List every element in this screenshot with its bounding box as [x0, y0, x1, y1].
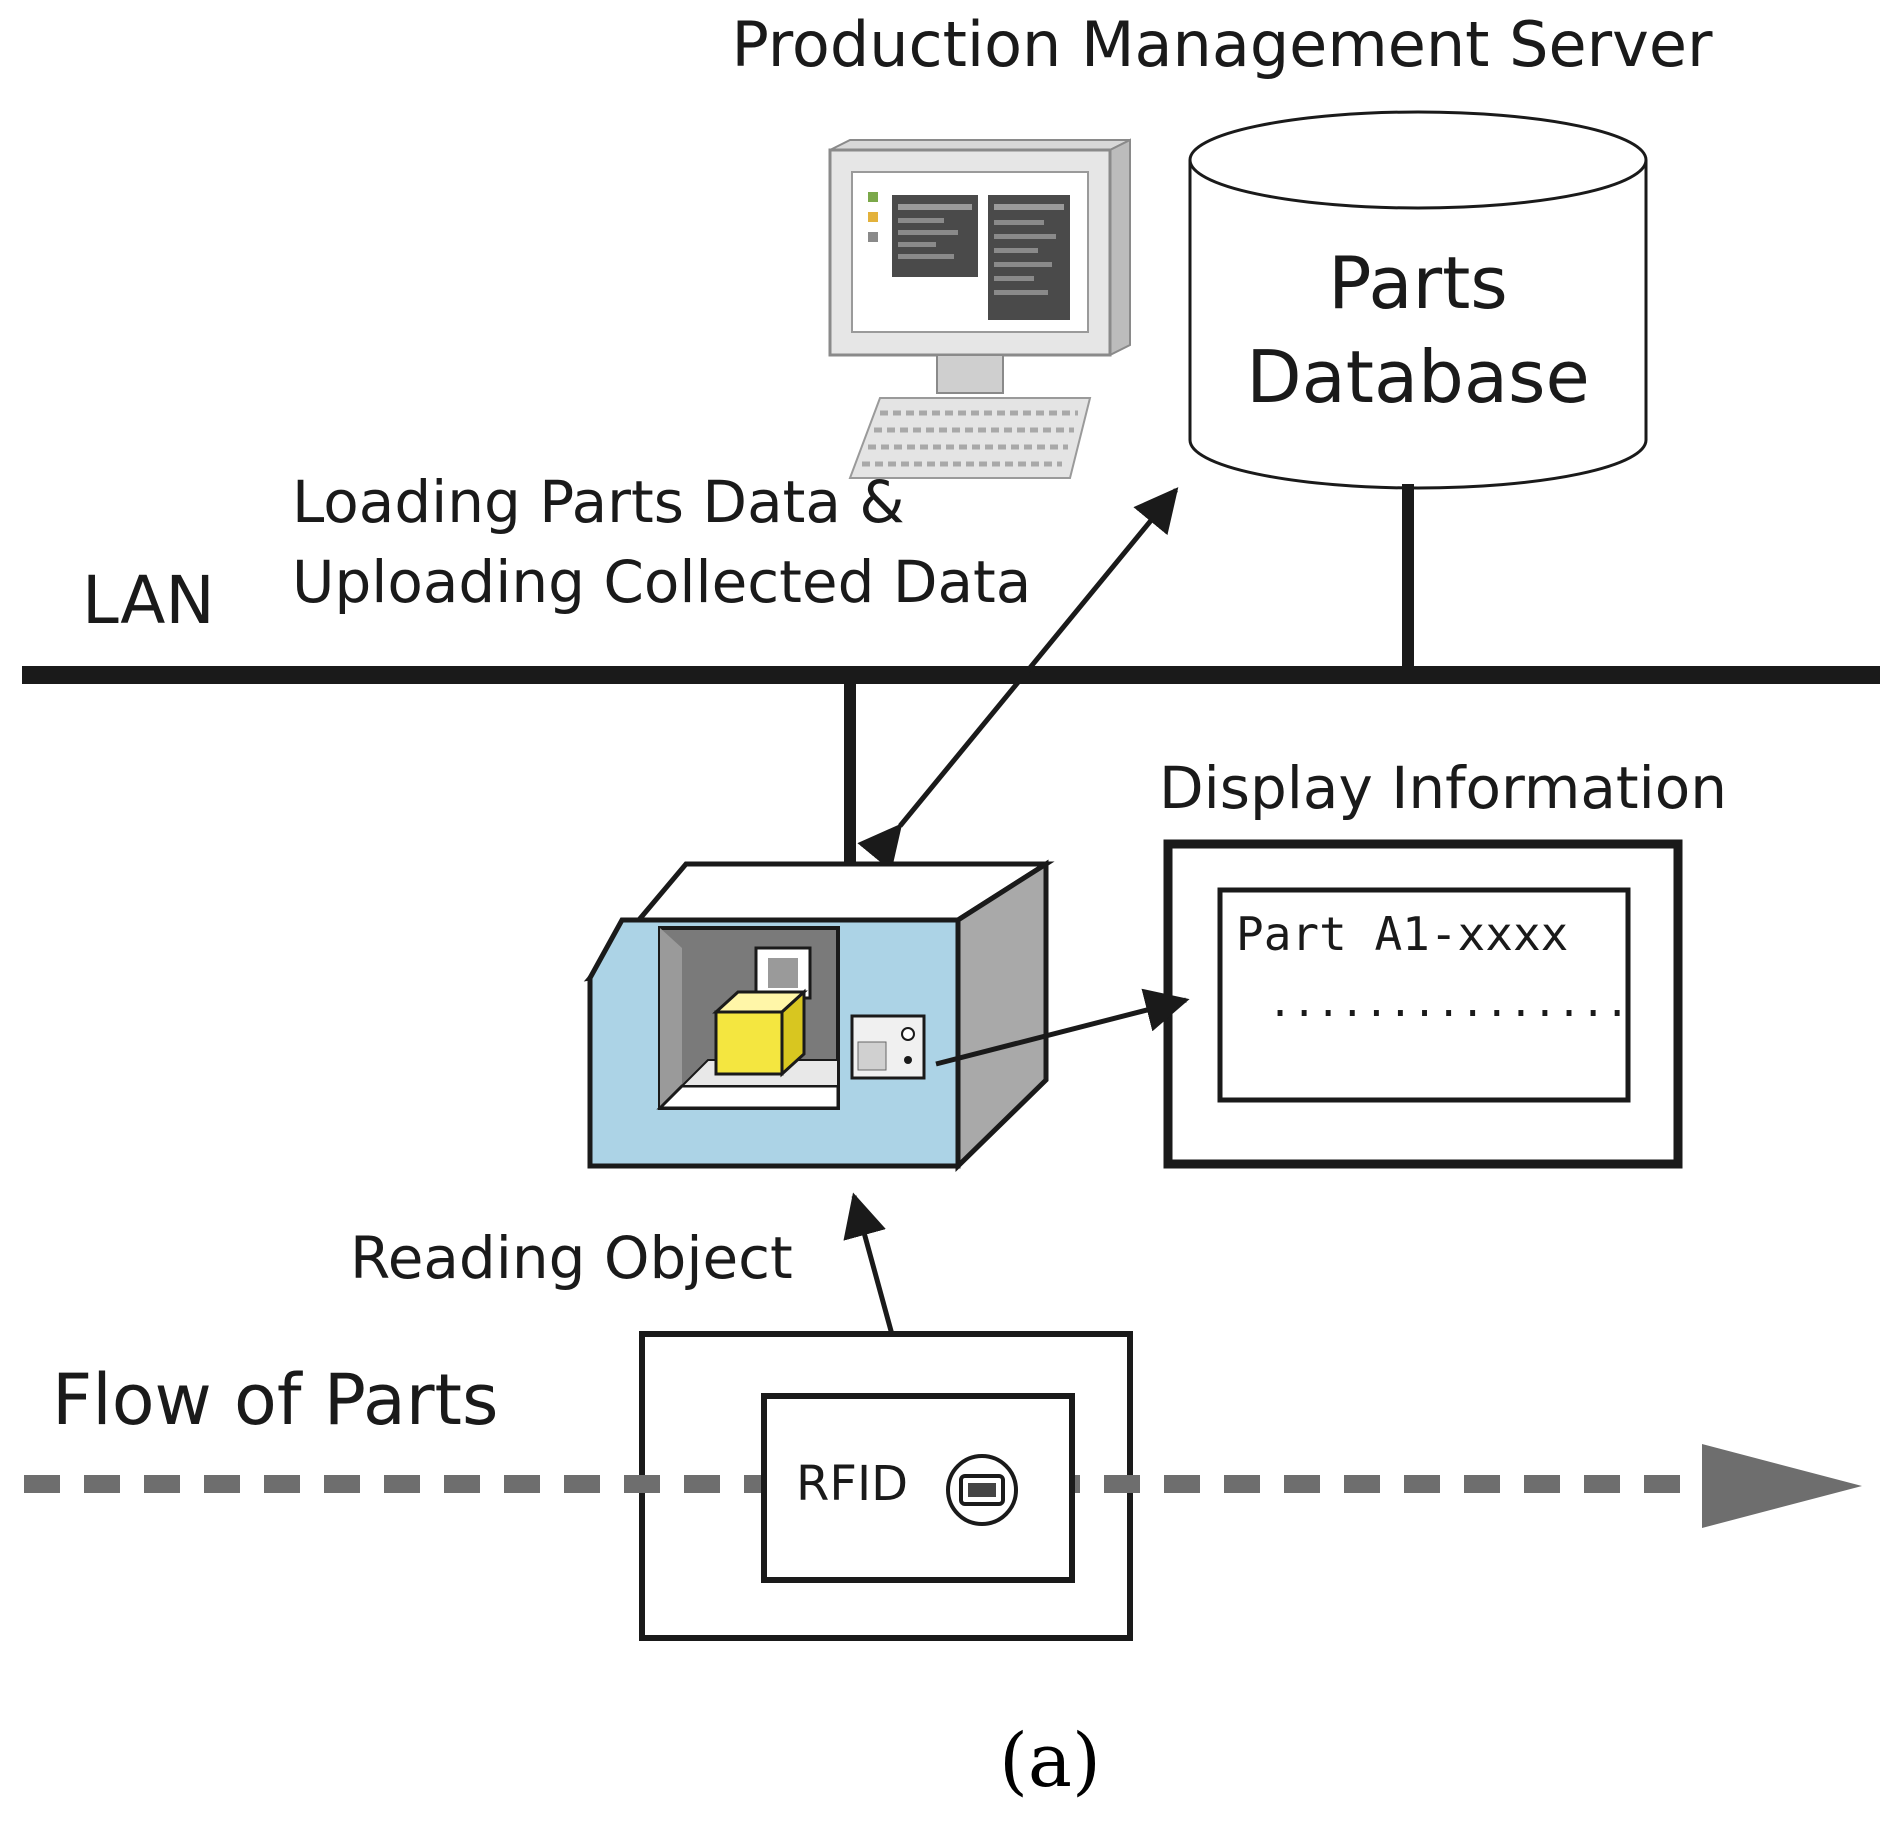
database-cylinder-icon — [1188, 110, 1648, 490]
display-screen — [1217, 887, 1631, 1103]
display-part-text: Part A1-xxxx — [1236, 907, 1568, 961]
loading-label-line1: Loading Parts Data & — [292, 468, 905, 536]
desktop-computer-icon — [828, 138, 1131, 479]
reader-to-display-arrow — [935, 988, 1190, 1067]
server-title: Production Management Server — [731, 8, 1713, 81]
rfid-tag-box — [761, 1393, 1075, 1583]
rfid-reader-machine-icon — [583, 859, 1055, 1172]
rfid-chip-icon — [946, 1454, 1018, 1526]
data-exchange-arrow — [857, 487, 1179, 872]
flow-arrowhead-icon — [1702, 1444, 1862, 1528]
lan-label: LAN — [82, 562, 215, 639]
database-label-line2: Database — [1246, 335, 1590, 419]
loading-label-line2: Uploading Collected Data — [292, 548, 1031, 616]
display-information-label: Display Information — [1159, 754, 1727, 822]
flow-of-parts-label: Flow of Parts — [52, 1359, 498, 1441]
database-label-line1: Parts — [1328, 241, 1508, 325]
figure-caption: (a) — [999, 1718, 1101, 1804]
rfid-label: RFID — [796, 1456, 908, 1512]
display-dots-text: ............... — [1268, 980, 1629, 1026]
reading-object-label: Reading Object — [350, 1224, 793, 1292]
